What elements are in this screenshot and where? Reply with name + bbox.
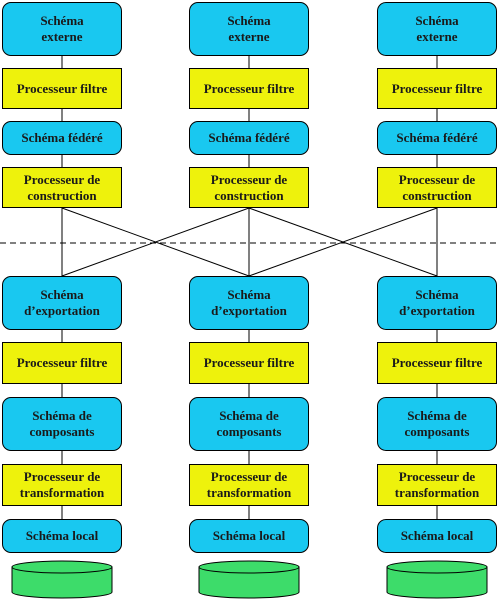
external-schema-2: Schéma externe: [189, 2, 309, 56]
export-schema-1: Schéma d’exportation: [2, 276, 122, 330]
filter-processor-top-2: Processeur filtre: [189, 68, 309, 109]
component-schema-1: Schéma de composants: [2, 397, 122, 451]
cross-link-2-to-1: [61, 207, 250, 277]
database-icon-1: [11, 560, 113, 599]
export-schema-3: Schéma d’exportation: [377, 276, 497, 330]
component-schema-3: Schéma de composants: [377, 397, 497, 451]
database-top-2: [198, 560, 300, 574]
local-schema-3: Schéma local: [377, 519, 497, 553]
federated-schema-3: Schéma fédéré: [377, 121, 497, 155]
construction-processor-1: Processeur de construction: [2, 167, 122, 208]
external-schema-3: Schéma externe: [377, 2, 497, 56]
external-schema-1: Schéma externe: [2, 2, 122, 56]
cross-link-3-to-2: [248, 207, 438, 277]
export-schema-2: Schéma d’exportation: [189, 276, 309, 330]
filter-processor-bottom-3: Processeur filtre: [377, 342, 497, 384]
filter-processor-top-3: Processeur filtre: [377, 68, 497, 109]
filter-processor-bottom-1: Processeur filtre: [2, 342, 122, 384]
transformation-processor-2: Processeur de transformation: [189, 464, 309, 506]
local-schema-2: Schéma local: [189, 519, 309, 553]
federated-schema-1: Schéma fédéré: [2, 121, 122, 155]
filter-processor-bottom-2: Processeur filtre: [189, 342, 309, 384]
component-schema-2: Schéma de composants: [189, 397, 309, 451]
database-icon-3: [386, 560, 488, 599]
local-schema-1: Schéma local: [2, 519, 122, 553]
database-top-1: [11, 560, 113, 574]
database-top-3: [386, 560, 488, 574]
transformation-processor-1: Processeur de transformation: [2, 464, 122, 506]
construction-processor-2: Processeur de construction: [189, 167, 309, 208]
transformation-processor-3: Processeur de transformation: [377, 464, 497, 506]
database-body-3: [386, 566, 488, 599]
construction-processor-3: Processeur de construction: [377, 167, 497, 208]
federated-schema-2: Schéma fédéré: [189, 121, 309, 155]
database-icon-2: [198, 560, 300, 599]
database-body-1: [11, 566, 113, 599]
filter-processor-top-1: Processeur filtre: [2, 68, 122, 109]
database-body-2: [198, 566, 300, 599]
